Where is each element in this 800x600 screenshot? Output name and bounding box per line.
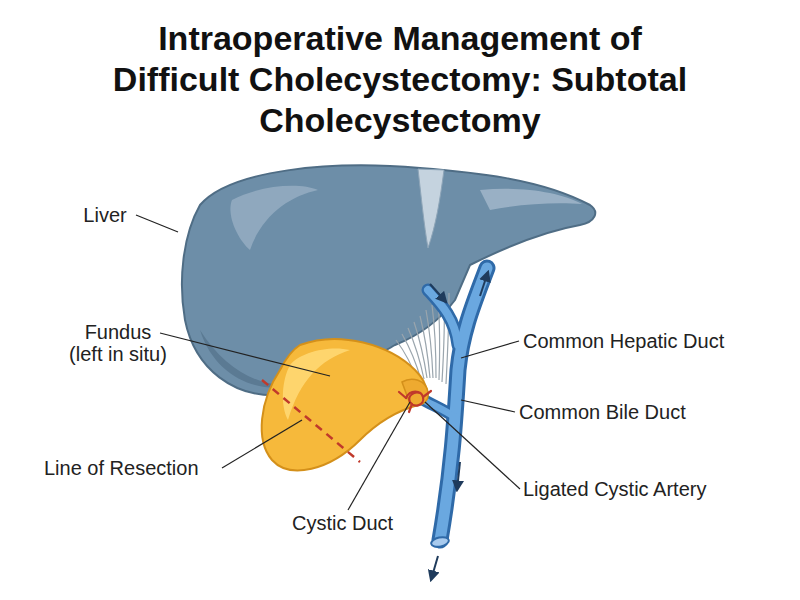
- liver-falciform: [418, 169, 444, 248]
- part-label: Fundus: [58, 320, 178, 344]
- part-label: Ligated Cystic Artery: [523, 477, 793, 501]
- resection-line: [262, 380, 360, 462]
- gallbladder-neck: [402, 379, 428, 405]
- gallbladder: [262, 339, 427, 470]
- part-label: Liver: [50, 203, 160, 227]
- liver-highlight: [480, 189, 582, 210]
- part-label: Line of Resection: [44, 456, 234, 480]
- gallbladder-highlight: [283, 348, 350, 420]
- flow-arrows: [430, 272, 488, 580]
- part-label: Common Hepatic Duct: [523, 329, 793, 353]
- liver-highlight: [230, 186, 318, 250]
- diagram-title: Intraoperative Management of Difficult C…: [100, 18, 700, 141]
- part-label: Cystic Duct: [292, 511, 442, 535]
- duct-end: [430, 536, 449, 549]
- part-label: Common Bile Duct: [519, 400, 789, 424]
- part-label: (left in situ): [48, 342, 188, 366]
- ligature: [399, 391, 431, 412]
